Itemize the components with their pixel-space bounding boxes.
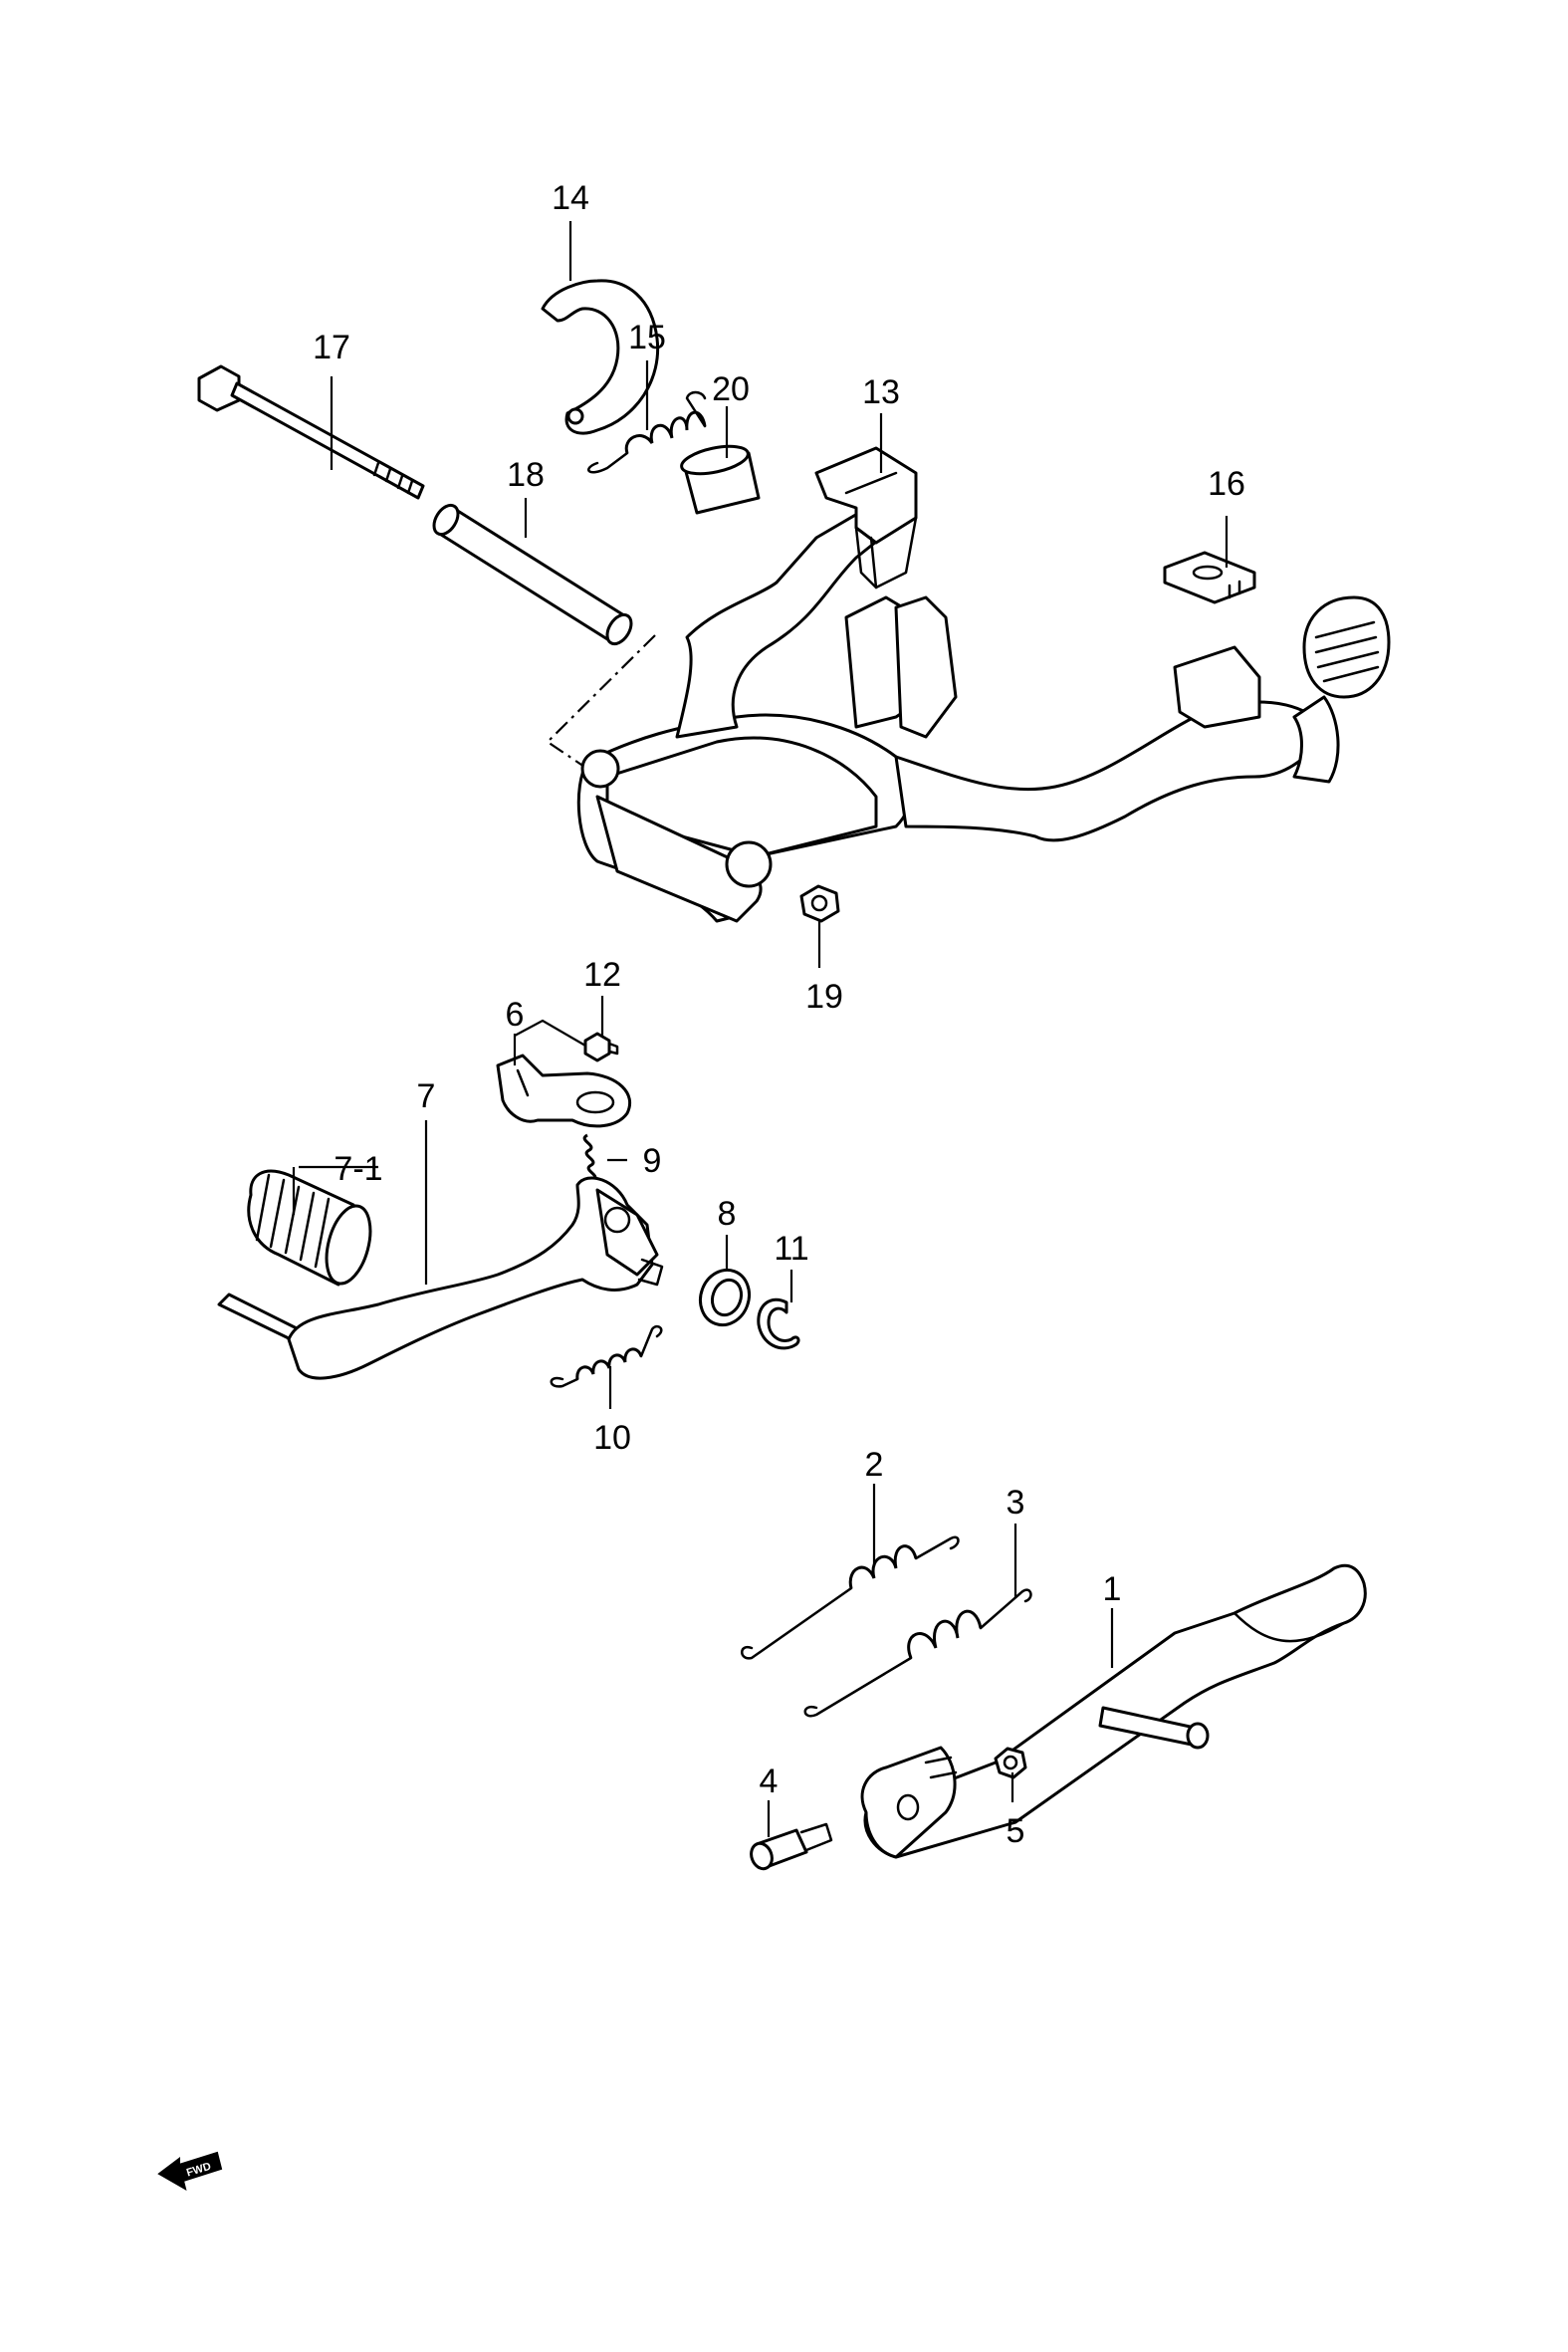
part-8-washer	[698, 1268, 752, 1327]
callout-20: 20	[712, 370, 750, 408]
callout-5: 5	[1007, 1812, 1025, 1850]
callout-2: 2	[865, 1446, 884, 1484]
part-12-bolt	[583, 1032, 619, 1062]
part-20-collar	[680, 444, 761, 515]
part-17-bolt	[197, 364, 425, 500]
part-19-nut	[799, 884, 840, 923]
part-7-1-rubber-grip	[247, 1169, 372, 1287]
callout-14: 14	[552, 179, 589, 217]
callout-9: 9	[643, 1142, 662, 1180]
part-11-circlip	[757, 1297, 800, 1350]
callout-6: 6	[506, 996, 525, 1034]
part-10-spring	[550, 1324, 663, 1388]
callout-labels: 14 17 15 20 13 18 16 19 12 6 7 9 7-1 8 1…	[313, 179, 1245, 1850]
callout-15: 15	[628, 319, 666, 356]
callout-10: 10	[593, 1419, 631, 1457]
part-4-bolt	[750, 1822, 833, 1871]
callout-7: 7	[417, 1077, 436, 1115]
callout-7-1: 7-1	[334, 1150, 382, 1188]
part-5-nut	[994, 1747, 1027, 1779]
callout-16: 16	[1208, 465, 1245, 503]
part-2-spring	[741, 1535, 960, 1660]
part-7-kick-lever	[217, 1176, 664, 1380]
callout-13: 13	[862, 373, 900, 411]
part-13-main-stand	[576, 446, 1391, 923]
part-18-tube	[432, 503, 633, 646]
part-16-rubber-pad	[1163, 551, 1256, 604]
callout-12: 12	[583, 956, 621, 994]
callout-11: 11	[774, 1230, 808, 1268]
callout-3: 3	[1007, 1484, 1025, 1522]
callout-18: 18	[507, 456, 545, 494]
callout-8: 8	[718, 1195, 737, 1233]
part-3-spring	[803, 1588, 1032, 1718]
callout-17: 17	[313, 329, 350, 366]
callout-1: 1	[1103, 1570, 1122, 1608]
part-14-hook-plate	[541, 279, 660, 435]
part-1-side-stand	[860, 1563, 1367, 1859]
fwd-arrow-icon: FWD	[157, 2151, 223, 2192]
leader-lines	[292, 221, 1229, 1837]
part-15-spring	[587, 390, 707, 474]
part-6-bracket	[496, 1054, 631, 1128]
callout-4: 4	[760, 1763, 779, 1800]
callout-19: 19	[805, 978, 843, 1016]
